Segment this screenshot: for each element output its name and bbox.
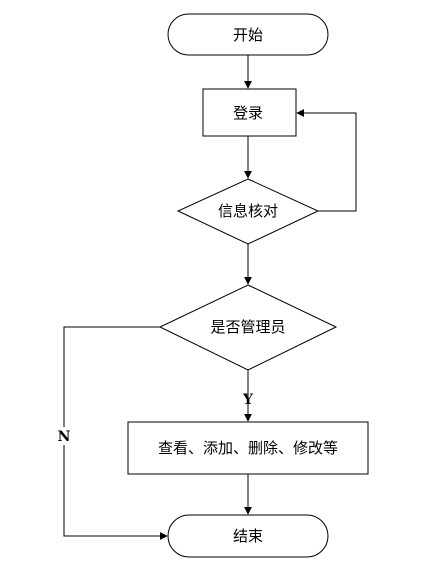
end-shape <box>167 514 329 558</box>
start-label: 开始 <box>233 26 263 44</box>
start-node: 开始 <box>167 13 329 56</box>
operations-shape <box>127 421 369 475</box>
verify-node: 信息核对 <box>176 178 320 245</box>
is-admin-label: 是否管理员 <box>210 318 285 336</box>
login-label: 登录 <box>233 104 263 122</box>
operations-node: 查看、添加、删除、修改等 <box>127 421 369 475</box>
end-node: 结束 <box>167 514 329 558</box>
no-label-bg <box>56 427 72 445</box>
yes-label: Y <box>242 392 254 408</box>
login-shape <box>202 88 297 137</box>
is-admin-node: 是否管理员 <box>158 284 338 371</box>
operations-label: 查看、添加、删除、修改等 <box>158 439 338 457</box>
login-node: 登录 <box>202 88 297 137</box>
edge-verify-login-loop <box>296 109 357 212</box>
end-label: 结束 <box>233 527 263 545</box>
no-label: N <box>58 429 71 445</box>
verify-label: 信息核对 <box>218 202 278 220</box>
